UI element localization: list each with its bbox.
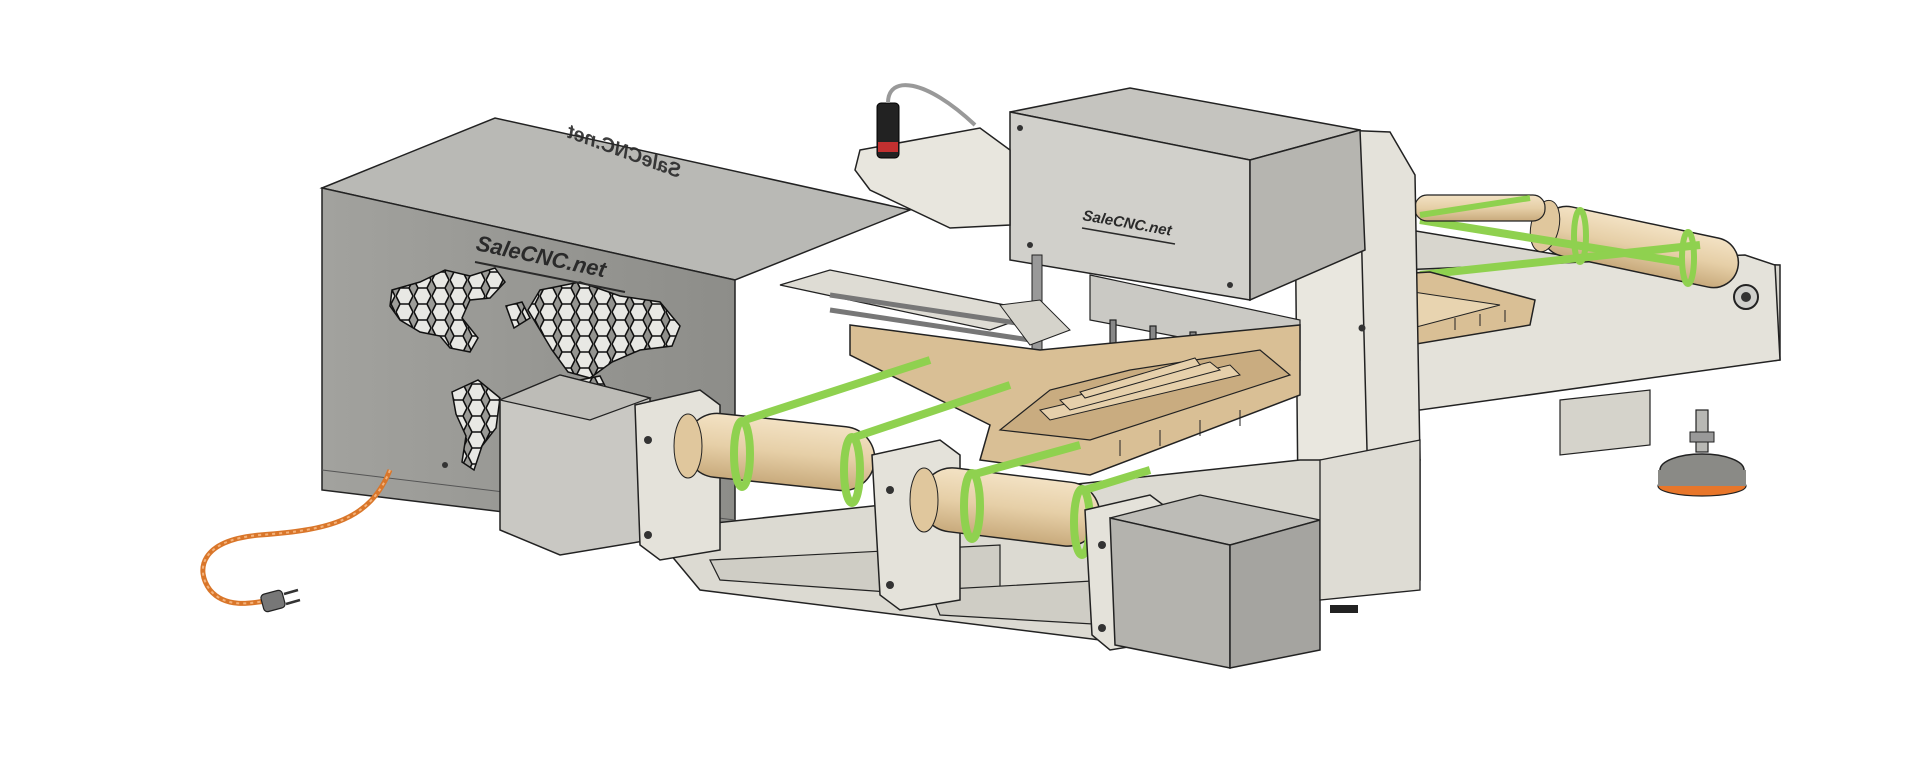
linear-rail-assembly (779, 269, 1071, 346)
belt-left (743, 356, 1012, 441)
belt-middle (973, 441, 1152, 494)
rear-roller-top (1414, 194, 1546, 222)
wood-frames-center (849, 324, 1301, 476)
power-plug-icon (260, 588, 301, 613)
stepper-motor-box (1109, 494, 1321, 669)
left-end-block (498, 374, 653, 556)
proximity-sensor-icon (876, 83, 977, 159)
leveling-foot (1657, 409, 1747, 497)
front-roller-1 (673, 412, 876, 507)
power-cable (200, 469, 393, 613)
gantry: SaleCNC.net (854, 83, 1421, 501)
rear-roller-right (1419, 199, 1740, 289)
right-support (1319, 439, 1421, 613)
